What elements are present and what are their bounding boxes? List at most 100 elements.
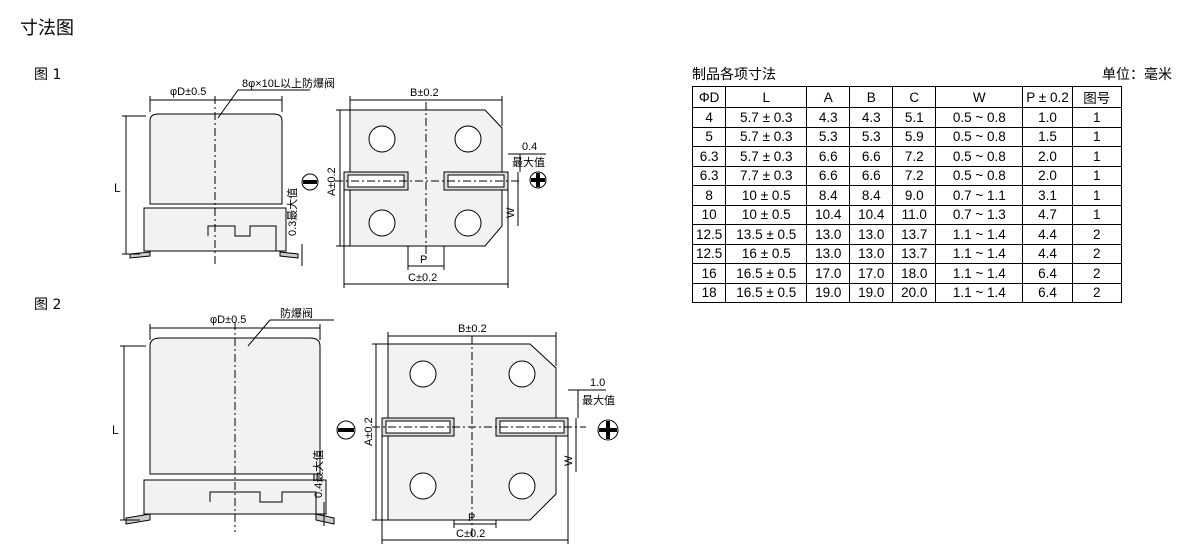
table-cell: 1.0 (1022, 107, 1073, 128)
table-cell: 5.1 (892, 107, 937, 128)
fig1-dim-phi: φD±0.5 (170, 86, 206, 98)
table-cell: 4.3 (849, 107, 894, 128)
table-cell: 2 (1071, 224, 1122, 245)
table-caption: 制品各项寸法 (692, 67, 776, 83)
table-cell: 18 (691, 282, 727, 303)
fig1-capacitor-body (149, 113, 283, 205)
col-header: P ± 0.2 (1022, 86, 1073, 108)
table-cell: 3.1 (1022, 185, 1073, 206)
table-cell: 13.0 (806, 243, 851, 264)
table-cell: 10 ± 0.5 (725, 185, 808, 206)
table-cell: 20.0 (892, 282, 937, 303)
col-header: B (849, 86, 894, 108)
table-cell: 4 (691, 107, 727, 128)
table-header-row: ΦD L A B C W P ± 0.2 图号 (691, 86, 1122, 108)
col-header: W (935, 86, 1024, 108)
table-cell: 0.5 ~ 0.8 (935, 165, 1024, 186)
fig1-dim-w: W (505, 207, 517, 218)
table-cell: 5.3 (806, 126, 851, 147)
fig2-pad-hole (409, 472, 437, 500)
fig1-vent-note: 8φ×10L以上防爆阀 (242, 76, 335, 90)
table-cell: 0.7 ~ 1.3 (935, 204, 1024, 225)
fig1-dim-04: 0.4 (522, 141, 537, 153)
table-cell: 13.7 (892, 243, 937, 264)
table-cell: 2 (1071, 282, 1122, 303)
table-cell: 1 (1071, 185, 1122, 206)
table-cell: 13.0 (806, 224, 851, 245)
table-cell: 17.0 (849, 263, 894, 284)
table-cell: 1 (1071, 146, 1122, 167)
table-cell: 6.6 (849, 146, 894, 167)
col-header: A (806, 86, 851, 108)
table-cell: 6.6 (806, 146, 851, 167)
table-cell: 1 (1071, 165, 1122, 186)
table-cell: 2 (1071, 263, 1122, 284)
table-cell: 4.4 (1022, 224, 1073, 245)
table-cell: 16 ± 0.5 (725, 243, 808, 264)
table-cell: 11.0 (892, 204, 937, 225)
fig2-max-note: 最大值 (582, 393, 615, 407)
table-cell: 1.1 ~ 1.4 (935, 224, 1024, 245)
fig1-max-note: 最大值 (512, 155, 545, 169)
table-cell: 8.4 (806, 185, 851, 206)
fig2-dim-b: B±0.2 (458, 323, 487, 335)
fig2-pad-hole (508, 472, 536, 500)
page-title: 寸法图 (20, 18, 74, 39)
fig2-dim-a: A±0.2 (363, 417, 375, 446)
fig1-terminal (279, 251, 299, 259)
table-cell: 2.0 (1022, 165, 1073, 186)
table-cell: 0.7 ~ 1.1 (935, 185, 1024, 206)
fig2-minus-terminal-icon (336, 420, 356, 440)
table-cell: 1.1 ~ 1.4 (935, 282, 1024, 303)
table-cell: 13.7 (892, 224, 937, 245)
table-cell: 19.0 (849, 282, 894, 303)
fig2-dim-04: 0.4最大值 (311, 450, 325, 498)
table-cell: 2 (1071, 243, 1122, 264)
table-cell: 6.4 (1022, 263, 1073, 284)
fig2-pad-hole (508, 360, 536, 388)
table-cell: 10.4 (849, 204, 894, 225)
table-cell: 6.4 (1022, 282, 1073, 303)
table-cell: 5.3 (849, 126, 894, 147)
table-cell: 1 (1071, 126, 1122, 147)
table-cell: 8.4 (849, 185, 894, 206)
table-cell: 7.2 (892, 146, 937, 167)
table-cell: 18.0 (892, 263, 937, 284)
col-header: L (725, 86, 808, 108)
table-cell: 9.0 (892, 185, 937, 206)
table-cell: 17.0 (806, 263, 851, 284)
table-cell: 6.6 (806, 165, 851, 186)
col-header: C (892, 86, 937, 108)
fig1-dim-a: A±0.2 (326, 167, 338, 196)
table-cell: 5.7 ± 0.3 (725, 146, 808, 167)
table-cell: 4.7 (1022, 204, 1073, 225)
fig1-terminal (129, 251, 151, 259)
table-cell: 7.7 ± 0.3 (725, 165, 808, 186)
table-cell: 16.5 ± 0.5 (725, 282, 808, 303)
table-cell: 4.3 (806, 107, 851, 128)
fig1-pad-hole (454, 209, 482, 237)
table-cell: 10 ± 0.5 (725, 204, 808, 225)
table-cell: 5.9 (892, 126, 937, 147)
table-unit: 单位：毫米 (1102, 67, 1172, 83)
table-cell: 16.5 ± 0.5 (725, 263, 808, 284)
table-cell: 0.5 ~ 0.8 (935, 126, 1024, 147)
table-cell: 6.3 (691, 165, 727, 186)
fig1-dim-03: 0.3最大值 (285, 188, 299, 236)
table-cell: 5.7 ± 0.3 (725, 107, 808, 128)
fig2-vent-note: 防爆阀 (280, 306, 313, 320)
table-cell: 6.6 (849, 165, 894, 186)
fig1-dim-l: L (114, 181, 121, 195)
fig1-plus-terminal-icon (529, 171, 547, 189)
table-cell: 1.1 ~ 1.4 (935, 243, 1024, 264)
col-header: ΦD (691, 86, 727, 108)
fig2-pad-hole (409, 360, 437, 388)
figure-1-label: 图 1 (34, 67, 62, 83)
table-cell: 5 (691, 126, 727, 147)
